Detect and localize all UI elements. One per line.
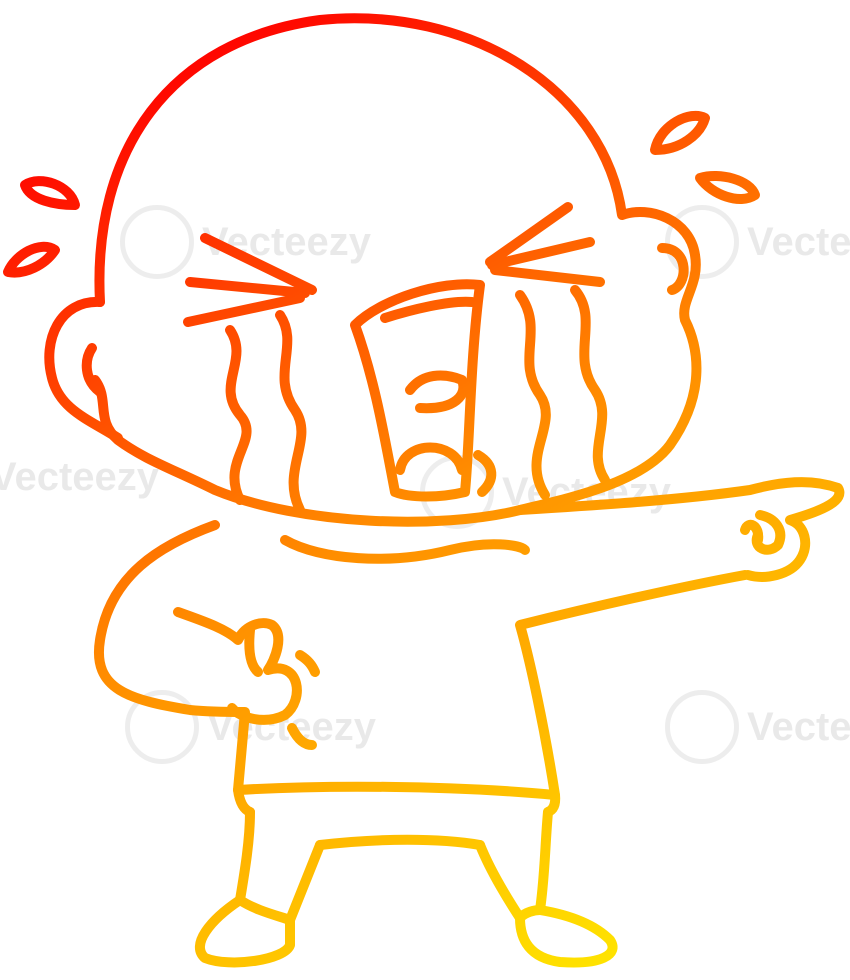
left-tear-stream xyxy=(225,325,252,505)
left-eye-line xyxy=(200,233,317,295)
right-eye-line xyxy=(490,265,605,287)
right-shoe-cuff xyxy=(515,905,545,923)
finger-detail xyxy=(740,519,764,545)
right-eye-line xyxy=(487,237,595,270)
pointing-arm xyxy=(515,477,845,582)
sweat-drop-right xyxy=(695,171,760,204)
collar xyxy=(280,535,530,564)
right-ear-inner xyxy=(657,243,689,295)
left-hand-detail xyxy=(244,625,263,677)
mouth-teeth xyxy=(380,296,477,323)
left-eye-line xyxy=(185,277,310,298)
left-ear-inner xyxy=(81,343,105,397)
chin-line xyxy=(473,450,497,497)
left-hand-detail xyxy=(287,723,317,750)
crotch-line xyxy=(315,834,485,850)
left-ear xyxy=(44,296,123,443)
right-tear-stream xyxy=(570,285,610,485)
left-shoe xyxy=(195,895,295,968)
left-hand-detail xyxy=(295,650,320,677)
left-hand xyxy=(173,607,302,725)
torso-outline xyxy=(93,520,750,800)
nose xyxy=(405,370,469,414)
left-shoe-cuff xyxy=(235,895,295,925)
left-leg xyxy=(235,807,325,925)
mouth-tongue xyxy=(395,442,467,475)
right-shoe xyxy=(515,905,618,968)
right-leg xyxy=(475,807,553,923)
mouth xyxy=(350,279,485,502)
head-outline xyxy=(90,13,702,527)
sweat-drop-left xyxy=(3,241,60,278)
right-tear-stream xyxy=(515,290,551,500)
left-tear-stream xyxy=(275,310,307,515)
sweat-drop-right xyxy=(650,110,710,155)
right-eye-line xyxy=(485,202,573,267)
left-eye-line xyxy=(183,293,305,327)
sweat-drop-left xyxy=(20,176,80,210)
